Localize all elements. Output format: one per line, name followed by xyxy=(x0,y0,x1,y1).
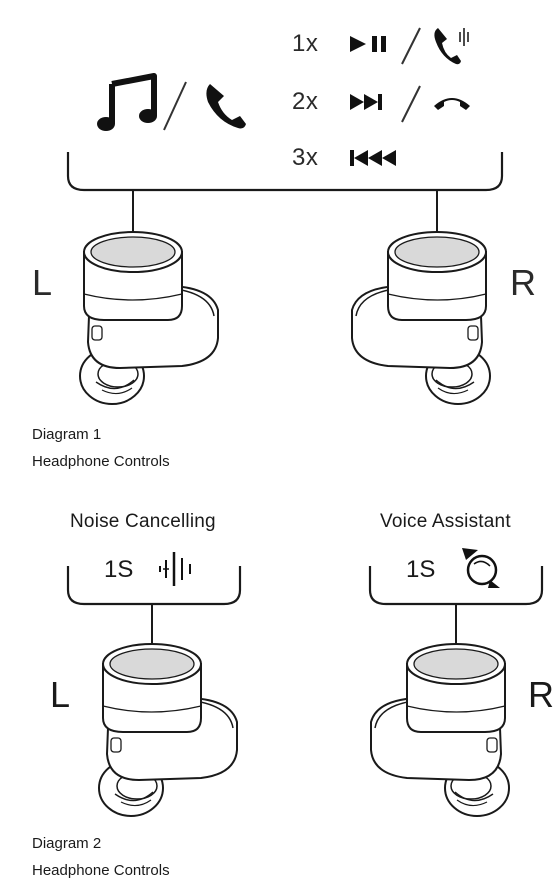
noise-cancelling-label: Noise Cancelling xyxy=(70,511,216,532)
tap-count-1: 1x xyxy=(292,30,319,57)
music-note-icon xyxy=(97,73,157,131)
play-pause-icon xyxy=(350,36,386,52)
right-earbud-label: R xyxy=(510,262,536,303)
left-earbud-label-2: L xyxy=(50,674,71,715)
diagram-1-subtitle: Headphone Controls xyxy=(32,453,170,470)
left-earbud-2 xyxy=(98,643,238,817)
voice-assistant-label: Voice Assistant xyxy=(380,511,511,532)
answer-call-icon xyxy=(434,28,469,65)
diagram-2-caption: Diagram 2 xyxy=(32,835,102,852)
right-earbud-2 xyxy=(370,643,510,817)
right-bracket xyxy=(368,566,544,606)
left-earbud-1 xyxy=(79,231,219,405)
diagram-2-subtitle: Headphone Controls xyxy=(32,862,170,879)
tap-count-3: 3x xyxy=(292,144,319,171)
previous-track-icon xyxy=(350,150,396,166)
diagram-1-caption: Diagram 1 xyxy=(32,426,102,443)
noise-cancelling-duration: 1S xyxy=(104,556,134,583)
noise-cancelling-icon xyxy=(159,552,191,586)
phone-icon xyxy=(206,84,246,129)
voice-assistant-icon xyxy=(462,548,500,588)
left-earbud-label: L xyxy=(32,262,53,303)
right-earbud-label-2: R xyxy=(528,674,554,715)
left-bracket xyxy=(66,566,242,606)
tap-count-2: 2x xyxy=(292,88,319,115)
controls-bracket xyxy=(66,152,504,192)
right-earbud-1 xyxy=(351,231,491,405)
next-track-icon xyxy=(350,94,382,110)
voice-assistant-duration: 1S xyxy=(406,556,436,583)
end-call-icon xyxy=(434,98,470,110)
